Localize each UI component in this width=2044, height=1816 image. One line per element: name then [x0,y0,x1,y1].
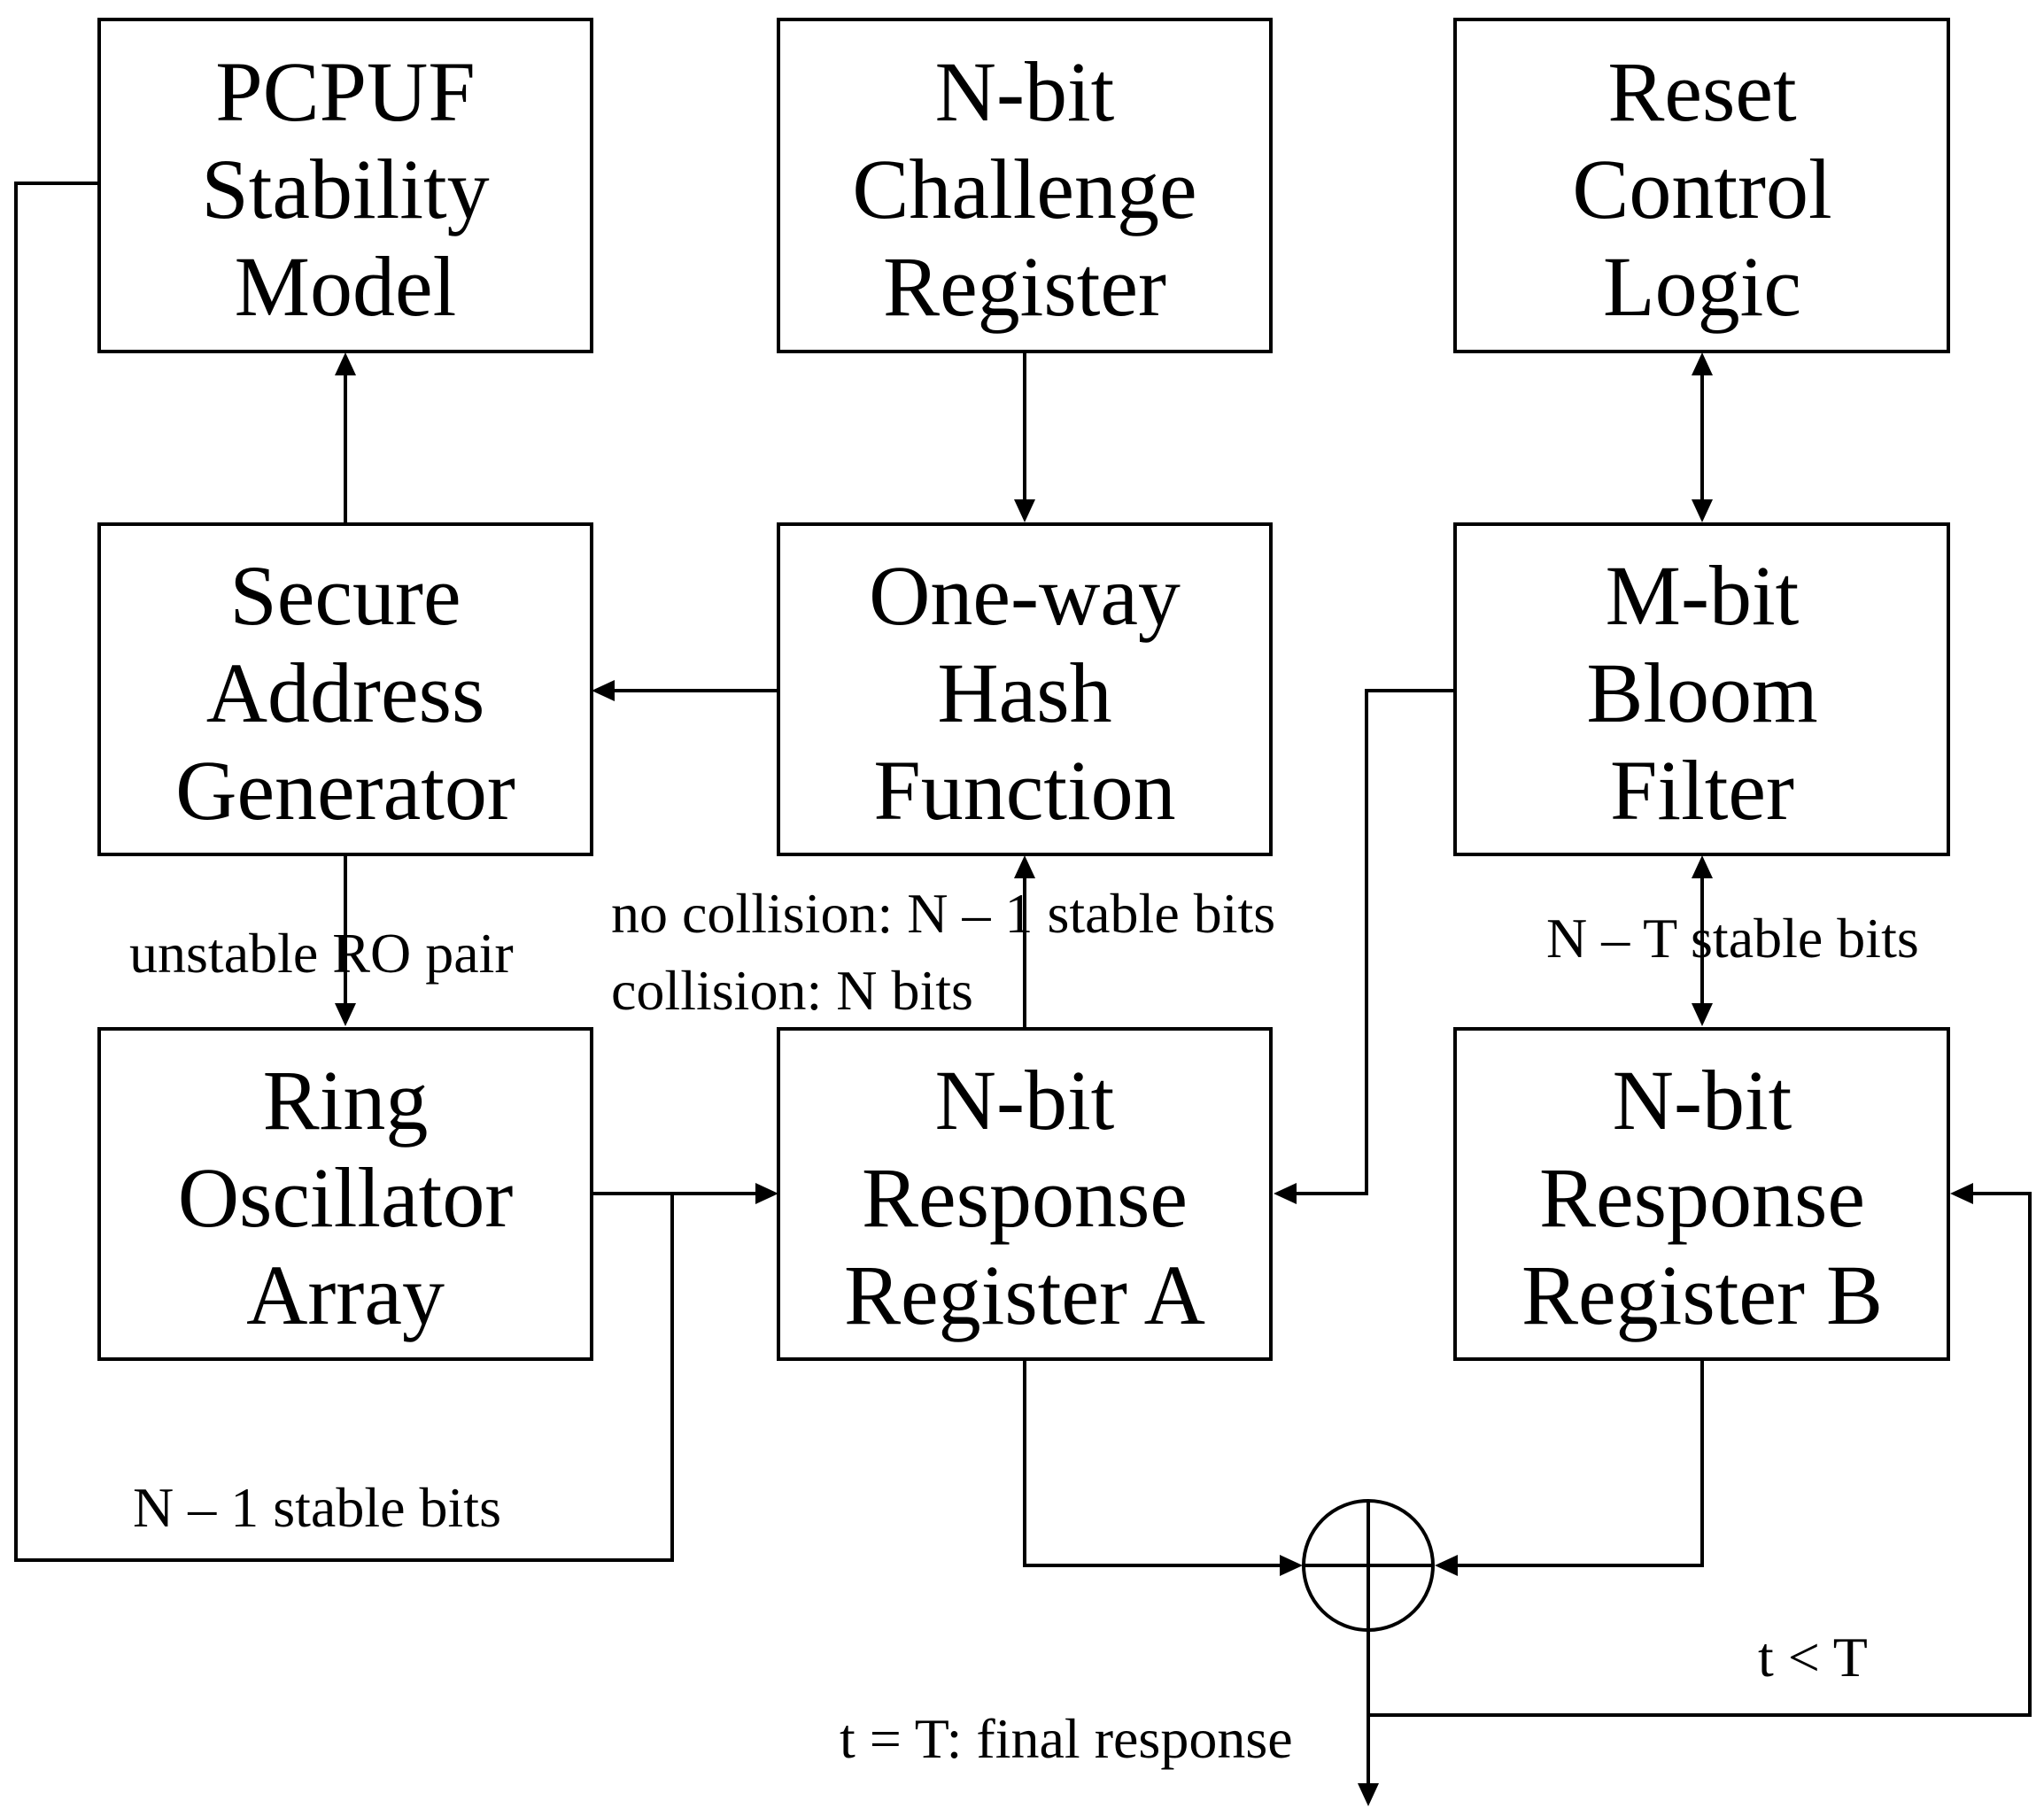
bloom-responseB-arrowhead-up [1692,855,1713,878]
xor-operator-icon [1302,1499,1435,1632]
challenge-block-line-1: N-bit [935,44,1115,139]
reset-bloom-arrowhead-down [1692,499,1713,522]
ring-block-line-1: Ring [263,1053,429,1148]
responseA-block-line-3: Register A [844,1248,1205,1342]
bloom-to-responseA-wire [1293,689,1455,1195]
ring-block-line-3: Array [246,1248,445,1342]
responseB-block-line-2: Response [1539,1150,1865,1245]
response-register-b-block: N-bit Response Register B [1453,1027,1950,1361]
challenge-block-line-3: Register [883,239,1166,334]
bloom-block-line-3: Filter [1610,743,1794,838]
unstable-ro-pair-label: unstable RO pair [129,922,514,985]
bloom-filter-block: M-bit Bloom Filter [1453,522,1950,856]
reset-control-logic-block: Reset Control Logic [1453,18,1950,353]
responseB-to-xor-arrowhead [1435,1555,1458,1576]
challenge-register-block: N-bit Challenge Register [777,18,1273,353]
bloom-to-responseA-arrowhead [1274,1183,1297,1204]
responseA-block-line-1: N-bit [935,1053,1115,1148]
reset-block-line-3: Logic [1603,239,1801,334]
hash-block-line-1: One-way [869,548,1181,643]
t-less-than-t-label: t < T [1758,1626,1868,1688]
challenge-block-line-2: Challenge [852,142,1196,236]
address-block-line-2: Address [206,645,485,740]
hash-to-address-arrowhead [592,680,615,701]
bloom-block-line-1: M-bit [1606,548,1800,643]
hash-block-line-2: Hash [937,645,1111,740]
pcpuf-block-line-1: PCPUF [215,44,476,139]
n-minus-t-stable-bits-label: N – T stable bits [1546,907,1919,970]
address-to-ring-arrowhead [335,1003,356,1026]
final-response-arrowhead [1358,1783,1379,1806]
t-less-feedback-arrowhead [1950,1183,1973,1204]
address-block-line-1: Secure [229,548,461,643]
pcpuf-stability-model-block: PCPUF Stability Model [97,18,593,353]
no-collision-label: no collision: N – 1 stable bits [611,882,1275,945]
pcpuf-block-line-2: Stability [201,142,489,236]
responseA-to-xor-wire [1023,1359,1283,1567]
address-to-pcpuf-arrowhead [335,352,356,375]
collision-label: collision: N bits [611,959,973,1022]
responseA-block-line-2: Response [862,1150,1188,1245]
t-less-feedback-wire [1368,1192,2032,1717]
reset-block-line-2: Control [1572,142,1831,236]
stable-bits-feedback-wire [14,182,674,1562]
responseA-to-hash-arrowhead [1014,855,1035,878]
n-minus-1-stable-bits-label: N – 1 stable bits [133,1476,501,1539]
responseB-block-line-3: Register B [1521,1248,1883,1342]
reset-bloom-arrowhead-up [1692,352,1713,375]
ring-oscillator-array-block: Ring Oscillator Array [97,1027,593,1361]
reset-block-line-1: Reset [1607,44,1797,139]
hash-block-line-3: Function [873,743,1175,838]
challenge-to-hash-arrowhead [1014,499,1035,522]
bloom-block-line-2: Bloom [1586,645,1817,740]
final-response-label: t = T: final response [840,1707,1293,1770]
secure-address-generator-block: Secure Address Generator [97,522,593,856]
responseB-block-line-1: N-bit [1613,1053,1792,1148]
one-way-hash-function-block: One-way Hash Function [777,522,1273,856]
bloom-responseB-arrowhead-down [1692,1003,1713,1026]
ring-to-responseA-arrowhead [755,1183,778,1204]
address-block-line-3: Generator [175,743,515,838]
responseA-to-xor-arrowhead [1280,1555,1303,1576]
response-register-a-block: N-bit Response Register A [777,1027,1273,1361]
ring-block-line-2: Oscillator [178,1150,514,1245]
pcpuf-block-line-3: Model [235,239,457,334]
responseB-to-xor-wire [1454,1359,1704,1567]
